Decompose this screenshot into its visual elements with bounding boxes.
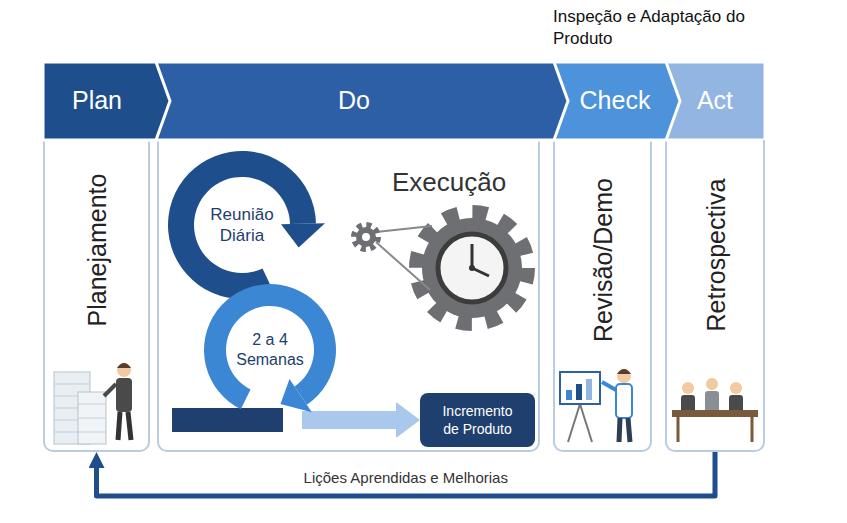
increment-box: Incremento de Produto [420,393,535,447]
leg [128,412,131,440]
edge-label: Lições Aprendidas e Melhorias [300,469,512,488]
paper [78,392,106,444]
easel-leg [568,404,580,442]
chevron-fill [150,62,568,140]
ring-arrowhead [281,223,325,247]
body [616,384,632,418]
cycle-ring [162,145,322,305]
phase-name: Check [580,85,651,116]
node-label: Reunião Diária [200,204,284,247]
easel-leg [580,404,592,442]
leg [118,412,120,440]
phase-title: Planejamento [82,174,113,327]
note-label: Inspeção e Adaptação do Produto [553,6,763,50]
paper-stack [54,372,106,444]
phase-header: Do [150,62,568,140]
board [560,372,600,404]
gear-hole [362,233,370,241]
body [116,378,132,412]
sprint-bar [172,408,283,432]
chart-board [560,372,600,442]
increment-arrow [302,411,396,429]
gear-body [422,218,522,318]
hair [117,363,131,368]
phase-name: Plan [72,85,122,116]
bar [566,390,572,400]
phase-name: Do [338,85,370,116]
phase-panel: ExecuçãoReunião Diária 2 a 4 SemanasIncre… [157,140,540,452]
phase-panel: Planejamento [43,140,150,452]
gear-link [376,226,432,232]
paper-edge [78,432,106,433]
table-top [672,410,758,417]
ring-arrowhead [280,379,311,412]
clock-hand [471,244,474,268]
gear-clock [416,212,528,324]
paper-edge [78,404,106,405]
gear-link [376,242,430,290]
chevron-fill [663,62,765,140]
phase-name: Act [697,85,733,116]
phase-title: Execução [392,166,506,199]
head [682,382,694,394]
phase-header: Check [553,62,680,140]
team-table [672,378,758,442]
ring-arc [204,284,336,409]
gear-body [356,227,376,247]
phase-title: Retrospectiva [701,179,732,332]
head [706,378,718,390]
leg [628,418,630,442]
phase-panel: Revisão/Demo [553,140,652,452]
small-gear [354,225,432,290]
head [617,369,631,383]
chevron-fill [43,62,170,140]
paper-edge [54,384,90,385]
arm [602,382,616,390]
bar [576,384,582,400]
table-leg [751,417,754,442]
cycle-arrow: Reunião Diária [162,145,322,305]
paper-edge [78,418,106,419]
body [705,391,719,413]
node-label: 2 a 4 Semanas [231,330,309,370]
head [730,382,742,394]
leg [619,418,620,442]
phase-title: Revisão/Demo [588,178,619,342]
head [117,363,131,377]
gear-teeth [416,212,528,324]
clock-center [469,265,475,271]
bar [586,379,592,400]
gear-teeth [354,225,378,249]
person [104,363,132,440]
cycle-arrow: 2 a 4 Semanas [174,282,302,432]
arm [104,384,116,396]
hair [617,369,631,374]
phase-header: Plan [43,62,170,140]
node-label: Incremento de Produto [436,403,520,438]
table-leg [677,417,680,442]
chevron-fill [553,62,680,140]
phase-panel: Retrospectiva [665,140,765,452]
person [602,369,632,442]
clock-face [438,234,506,302]
feedback-arrow [97,452,716,496]
